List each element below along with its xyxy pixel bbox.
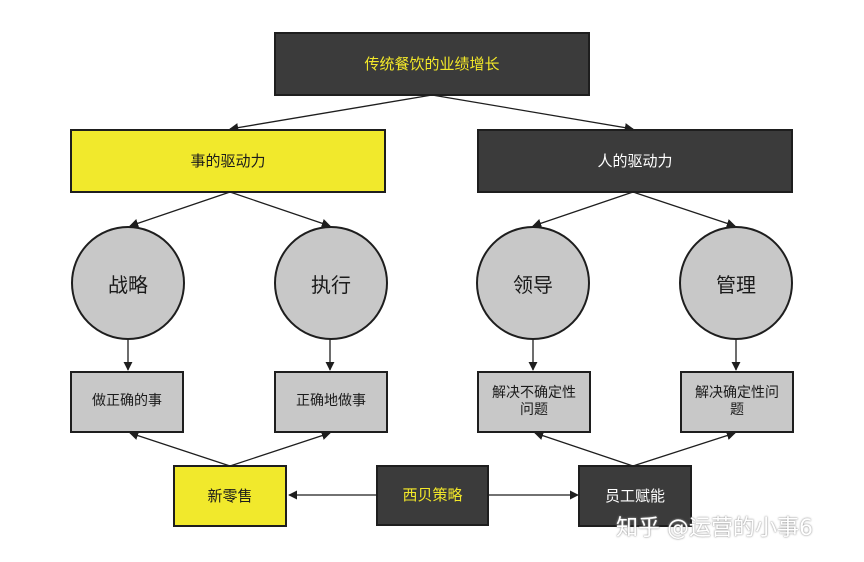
solve-uncertain-node: 解决不确定性问题 [477, 371, 591, 433]
staff-empower-node: 员工赋能 [578, 465, 692, 527]
arrow-staff-to-right2 [632, 431, 736, 467]
arrow-thing-to-strategy [129, 191, 231, 228]
arrow-newretail-to-left2 [229, 431, 331, 467]
thing-drive-node: 事的驱动力 [70, 129, 386, 193]
zhihu-watermark: 知乎 @运营的小事6 [616, 516, 813, 541]
arrow-root-to-thing [229, 94, 433, 133]
people-drive-node: 人的驱动力 [477, 129, 793, 193]
arrow-root-to-people [431, 94, 634, 133]
arrow-people-to-leadership [532, 191, 634, 228]
do-thing-right-node: 正确地做事 [274, 371, 388, 433]
solve-certain-node: 解决确定性问题 [680, 371, 794, 433]
execution-node: 执行 [274, 226, 388, 340]
arrow-staff-to-right1 [534, 431, 634, 467]
do-right-thing-node: 做正确的事 [70, 371, 184, 433]
arrow-newretail-to-left1 [129, 431, 231, 467]
leadership-node: 领导 [476, 226, 590, 340]
arrow-thing-to-execution [229, 191, 331, 228]
strategy-node: 战略 [71, 226, 185, 340]
management-node: 管理 [679, 226, 793, 340]
new-retail-node: 新零售 [173, 465, 287, 527]
arrow-people-to-management [632, 191, 736, 228]
xibei-strategy-node: 西贝策略 [376, 465, 489, 526]
root-node: 传统餐饮的业绩增长 [274, 32, 590, 96]
